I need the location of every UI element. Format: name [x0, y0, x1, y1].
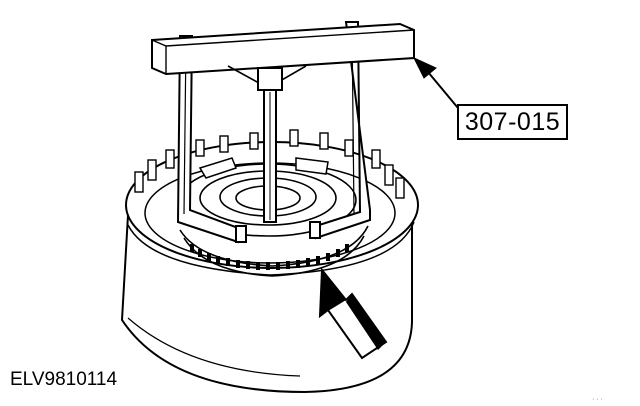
puller-tool	[151, 21, 415, 244]
figure-id-label: ELV9810114	[10, 369, 118, 390]
corner-mark: · · ·	[592, 396, 603, 403]
ring-tabs	[198, 157, 329, 179]
drum-slots	[134, 129, 405, 199]
tool-number-callout: 307-015	[457, 104, 568, 140]
pointer-arrow	[318, 267, 388, 360]
callout-arrow	[412, 56, 459, 109]
bearing-rollers	[190, 244, 349, 270]
